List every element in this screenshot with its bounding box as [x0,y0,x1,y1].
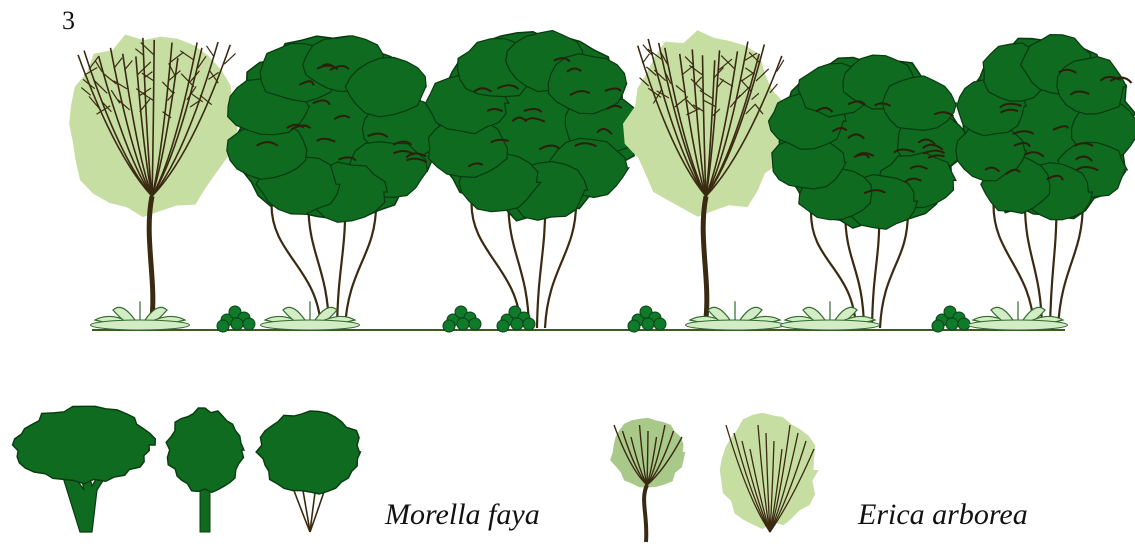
morella-canopy [956,35,1135,220]
fern-base [261,320,360,330]
legend-morella-canopy [256,411,360,494]
fern-base [91,320,190,330]
morella-faya-tree [227,36,442,328]
herb-leaf [457,318,469,330]
erica-arborea-tree [69,35,239,318]
understory-group [91,302,1068,332]
herb-leaf [511,318,523,330]
legend-label-erica-arborea: Erica arborea [858,498,1028,532]
morella-faya-tree [956,35,1135,328]
understory-herb [932,306,970,332]
morella-stem [537,203,545,328]
understory-fern [91,302,190,330]
herb-leaf [231,318,243,330]
trees-group [69,30,1135,328]
understory-fern [969,302,1068,330]
herb-leaf [443,320,455,332]
morella-faya-tree [769,55,971,328]
morella-canopy [425,31,642,221]
understory-herb [497,306,535,332]
herb-leaf [469,318,481,330]
morella-stem [880,212,908,328]
herb-leaf [523,318,535,330]
herb-leaf [243,318,255,330]
legend-morella-multistem [256,411,360,532]
legend-erica-tree [610,418,685,542]
erica-arborea-tree [623,30,789,318]
legend-morella-oval [166,408,244,532]
erica-trunk [149,196,153,318]
understory-herb [217,306,255,332]
legend-morella-spreading [13,406,156,532]
fern-base [969,320,1068,330]
herb-leaf [932,320,944,332]
herb-leaf [642,318,654,330]
morella-stem [1058,205,1083,328]
morella-canopy [227,36,442,223]
herb-leaf [217,320,229,332]
fern-base [781,320,880,330]
panel-number: 3 [62,6,75,36]
legend-morella-canopy [13,406,156,484]
morella-canopy-lobe [1057,57,1127,114]
erica-twig [643,54,650,63]
fern-base [686,320,785,330]
understory-fern [686,302,785,330]
erica-trunk [703,196,707,318]
morella-stem [345,205,376,328]
herb-leaf [946,318,958,330]
understory-herb [443,306,481,332]
herb-leaf [654,318,666,330]
legend-morella-canopy [166,408,244,493]
legend-erica-trunk [644,485,647,542]
herb-leaf [628,320,640,332]
morella-stem [545,203,576,328]
morella-stem [872,212,879,328]
morella-stem [1050,205,1057,328]
morella-faya-tree [425,31,642,329]
morella-canopy [769,55,971,229]
morella-stem [337,205,345,328]
understory-fern [781,302,880,330]
legend-label-morella-faya: Morella faya [385,498,540,532]
herb-leaf [497,320,509,332]
morella-canopy-lobe [882,76,956,130]
herb-leaf [958,318,970,330]
understory-herb [628,306,666,332]
morella-stem [272,205,322,328]
legend-erica-shrub [720,413,819,532]
understory-fern [261,302,360,330]
